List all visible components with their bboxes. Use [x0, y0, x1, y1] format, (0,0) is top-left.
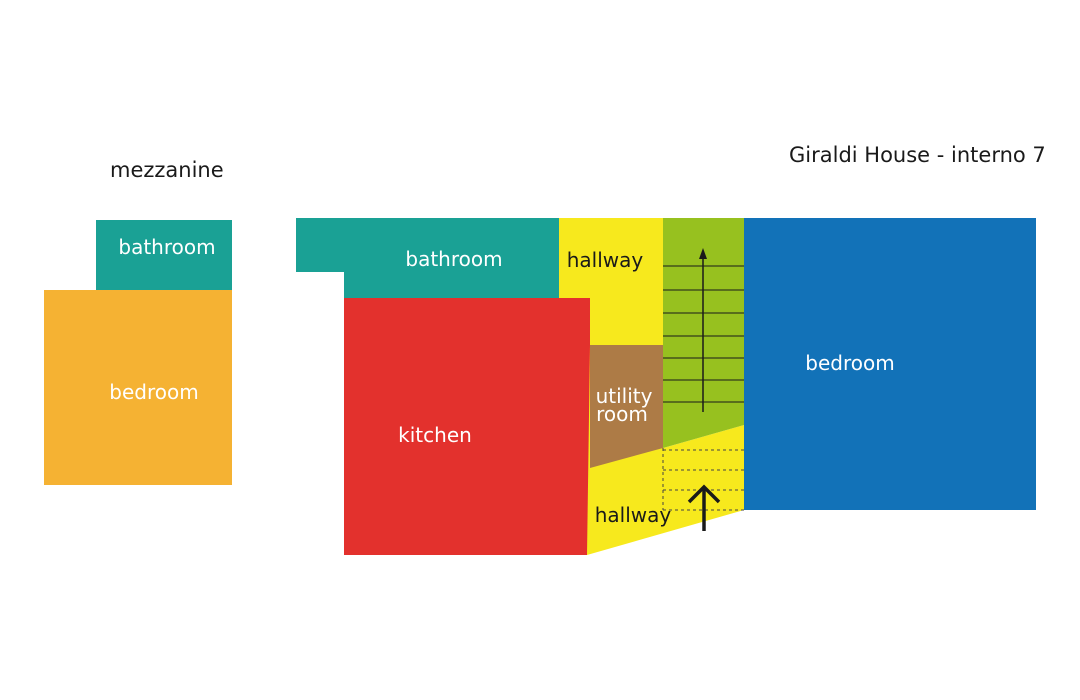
stairs-up-arrow — [699, 248, 707, 412]
entrance-up-arrow — [687, 484, 721, 531]
utility-room-label-line1: utility — [596, 384, 653, 408]
mezzanine-title: mezzanine — [110, 158, 224, 182]
utility-room-label-line2: room — [596, 402, 648, 426]
kitchen-label: kitchen — [398, 423, 472, 447]
kitchen — [344, 298, 590, 555]
main-bathroom-label: bathroom — [405, 247, 502, 271]
hallway-top-label: hallway — [567, 248, 644, 272]
main-bathroom — [296, 218, 559, 298]
house-title: Giraldi House - interno 7 — [789, 143, 1046, 167]
main-bedroom — [744, 218, 1036, 510]
hallway-bottom-label: hallway — [595, 503, 672, 527]
utility-room — [590, 345, 663, 468]
mezzanine-bedroom-label: bedroom — [109, 380, 198, 404]
mezzanine-bedroom — [44, 290, 232, 485]
mezzanine-bathroom-label: bathroom — [118, 235, 215, 259]
mezzanine-bathroom — [96, 220, 232, 290]
main-bedroom-label: bedroom — [805, 351, 894, 375]
lower-stair-steps — [662, 448, 744, 511]
